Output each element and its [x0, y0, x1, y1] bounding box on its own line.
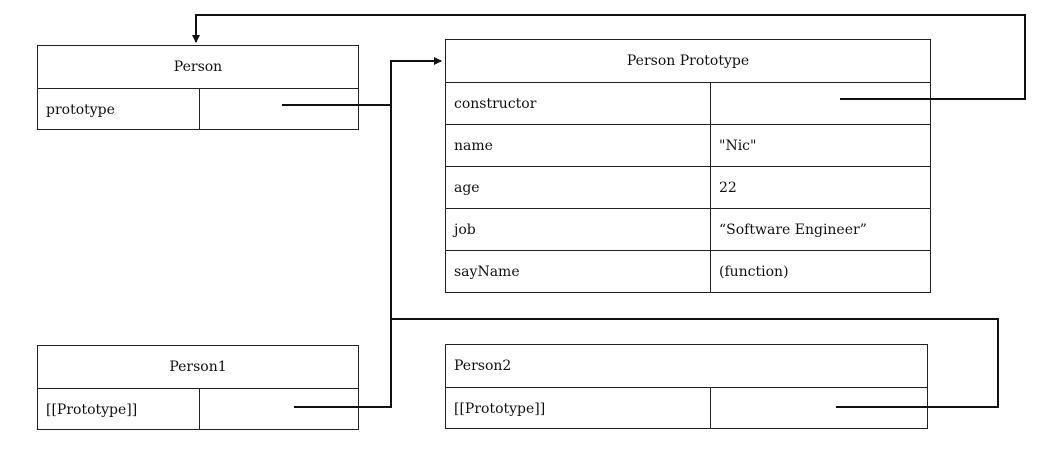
- proto-row-age: age 22: [446, 166, 930, 208]
- person2-prototype-link: [391, 318, 999, 408]
- person1-prototype-link: [294, 105, 392, 408]
- proto-row-name: name "Nic": [446, 124, 930, 166]
- proto-key-name: name: [446, 125, 711, 166]
- proto-key-sayname: sayName: [446, 251, 711, 292]
- person2-prototype-row: [[Prototype]]: [446, 387, 927, 429]
- person1-prototype-key: [[Prototype]]: [38, 389, 200, 430]
- proto-key-age: age: [446, 167, 711, 208]
- person2-prototype-key: [[Prototype]]: [446, 388, 711, 429]
- person2-box: Person2 [[Prototype]]: [445, 344, 928, 429]
- proto-value-sayname: (function): [719, 263, 789, 280]
- proto-key-constructor: constructor: [446, 83, 711, 124]
- proto-value-name: "Nic": [719, 137, 757, 154]
- person-prototype-row: prototype: [38, 88, 358, 130]
- constructor-link: [192, 14, 1026, 100]
- proto-row-constructor: constructor: [446, 82, 930, 124]
- person-prototype-link: [282, 57, 442, 106]
- person1-prototype-row: [[Prototype]]: [38, 388, 358, 430]
- person1-box: Person1 [[Prototype]]: [37, 345, 359, 430]
- person-prototype-key: prototype: [38, 89, 200, 130]
- person-prototype-box: Person Prototype constructor name "Nic" …: [445, 39, 931, 293]
- proto-value-age: 22: [719, 179, 737, 196]
- proto-row-job: job “Software Engineer”: [446, 208, 930, 250]
- proto-key-job: job: [446, 209, 711, 250]
- proto-row-sayname: sayName (function): [446, 250, 930, 292]
- person-box: Person prototype: [37, 45, 359, 130]
- proto-value-job: “Software Engineer”: [719, 221, 867, 238]
